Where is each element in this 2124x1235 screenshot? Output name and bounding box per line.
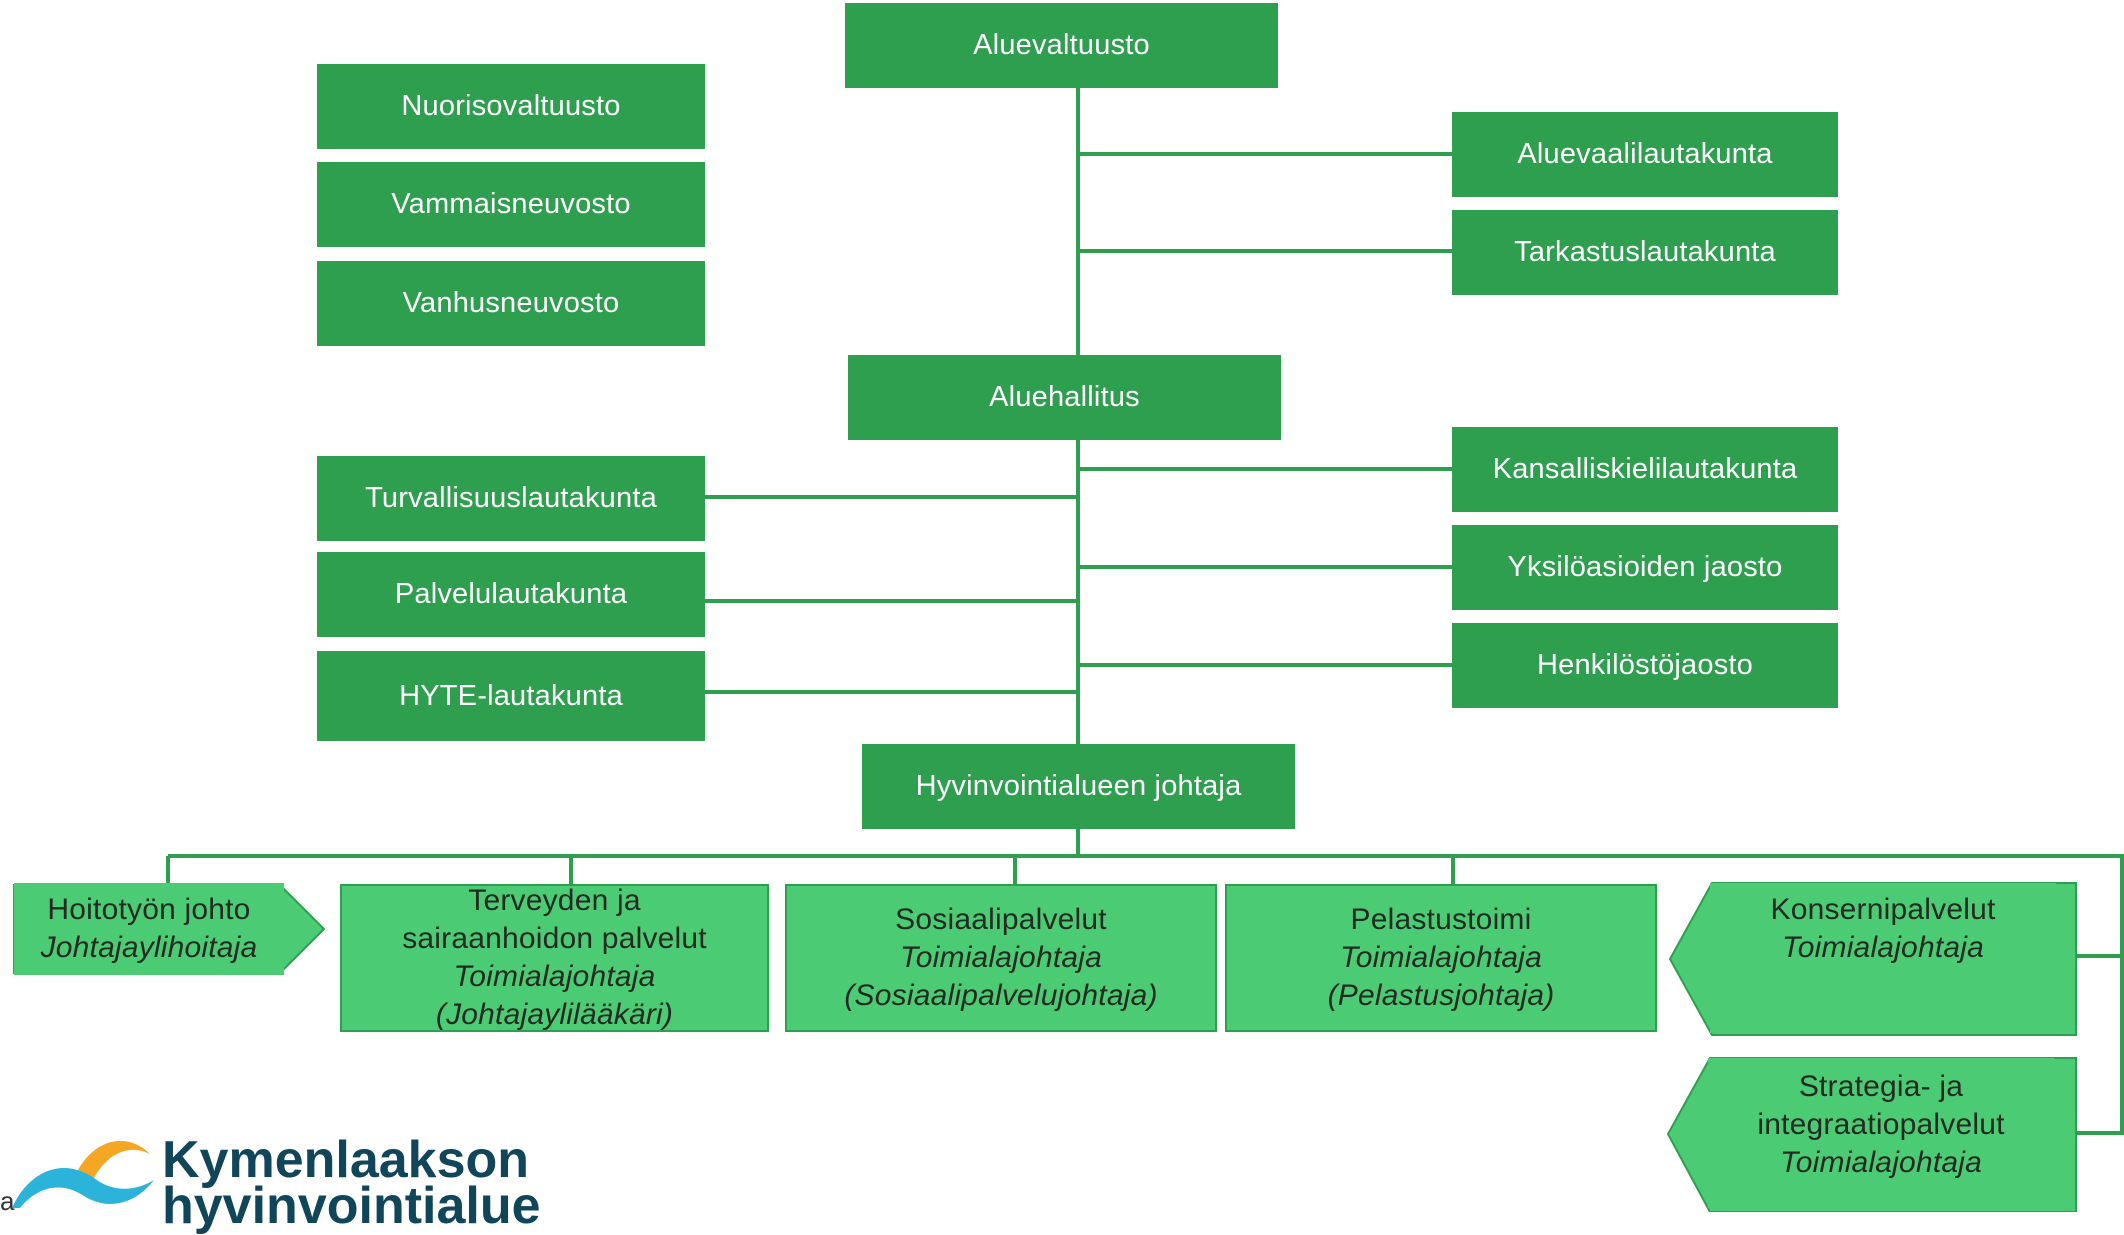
- pelastustoimi-box: Pelastustoimi Toimialajohtaja (Pelastusj…: [1225, 884, 1657, 1032]
- palvelulautakunta-box: Palvelulautakunta: [317, 552, 705, 637]
- nuorisovaltuusto-label: Nuorisovaltuusto: [401, 90, 621, 122]
- sosiaalipalvelut-sub: (Sosiaalipalvelujohtaja): [844, 979, 1158, 1012]
- strategia-title: Strategia- ja integraatiopalvelut: [1757, 1070, 2005, 1141]
- aluevaalilautakunta-box: Aluevaalilautakunta: [1452, 112, 1838, 197]
- pelastustoimi-sub: (Pelastusjohtaja): [1327, 979, 1555, 1012]
- aluevaltuusto-label: Aluevaltuusto: [973, 29, 1150, 61]
- sosiaalipalvelut-box: Sosiaalipalvelut Toimialajohtaja (Sosiaa…: [785, 884, 1217, 1032]
- vanhusneuvosto-label: Vanhusneuvosto: [402, 287, 620, 319]
- vanhusneuvosto-box: Vanhusneuvosto: [317, 261, 705, 346]
- aluevaalilautakunta-label: Aluevaalilautakunta: [1517, 138, 1773, 170]
- vammaisneuvosto-label: Vammaisneuvosto: [391, 188, 631, 220]
- terveys-box: Terveyden ja sairaanhoidon palvelut Toim…: [340, 884, 769, 1032]
- hyvinvointialueen-johtaja-box: Hyvinvointialueen johtaja: [862, 744, 1295, 829]
- logo-wave-icon: [12, 1140, 154, 1208]
- yksiloasioiden-jaosto-label: Yksilöasioiden jaosto: [1507, 551, 1783, 583]
- sosiaalipalvelut-role: Toimialajohtaja: [899, 941, 1102, 974]
- tarkastuslautakunta-label: Tarkastuslautakunta: [1514, 236, 1776, 268]
- pelastustoimi-title: Pelastustoimi: [1350, 903, 1532, 936]
- strategia-box: Strategia- ja integraatiopalvelut Toimia…: [1708, 1058, 2054, 1208]
- konsernipalvelut-role: Toimialajohtaja: [1781, 931, 1984, 964]
- kansalliskielilautakunta-box: Kansalliskielilautakunta: [1452, 427, 1838, 512]
- hyvinvointialueen-johtaja-label: Hyvinvointialueen johtaja: [915, 770, 1242, 802]
- connector-lines: [166, 88, 2124, 1135]
- strategia-role: Toimialajohtaja: [1779, 1146, 1982, 1179]
- pelastustoimi-role: Toimialajohtaja: [1339, 941, 1542, 974]
- nuorisovaltuusto-box: Nuorisovaltuusto: [317, 64, 705, 149]
- terveys-role: Toimialajohtaja: [453, 960, 656, 993]
- hoitotyon-johto-box: Hoitotyön johto Johtajaylihoitaja: [14, 883, 284, 975]
- turvallisuuslautakunta-label: Turvallisuuslautakunta: [365, 482, 657, 514]
- logo-line2: hyvinvointialue: [162, 1177, 541, 1235]
- kansalliskielilautakunta-label: Kansalliskielilautakunta: [1492, 453, 1798, 485]
- hyte-lautakunta-label: HYTE-lautakunta: [399, 679, 623, 712]
- henkilostojaosto-label: Henkilöstöjaosto: [1537, 649, 1753, 681]
- terveys-title: Terveyden ja sairaanhoidon palvelut: [402, 884, 707, 955]
- tarkastuslautakunta-box: Tarkastuslautakunta: [1452, 210, 1838, 295]
- hoitotyon-johto-title: Hoitotyön johto: [47, 893, 251, 926]
- konsernipalvelut-box: Konsernipalvelut Toimialajohtaja: [1710, 883, 2056, 1033]
- hyte-lautakunta-box: HYTE-lautakunta: [317, 651, 705, 741]
- palvelulautakunta-label: Palvelulautakunta: [394, 578, 628, 610]
- aluehallitus-box: Aluehallitus: [848, 355, 1281, 440]
- aluevaltuusto-box: Aluevaltuusto: [845, 3, 1278, 88]
- turvallisuuslautakunta-box: Turvallisuuslautakunta: [317, 456, 705, 541]
- sosiaalipalvelut-title: Sosiaalipalvelut: [895, 903, 1107, 936]
- yksiloasioiden-jaosto-box: Yksilöasioiden jaosto: [1452, 525, 1838, 610]
- terveys-sub: (Johtajaylilääkäri): [435, 998, 674, 1031]
- henkilostojaosto-box: Henkilöstöjaosto: [1452, 623, 1838, 708]
- logo-line1: Kymenlaakson: [162, 1131, 530, 1189]
- vammaisneuvosto-box: Vammaisneuvosto: [317, 162, 705, 247]
- hoitotyon-johto-role: Johtajaylihoitaja: [40, 931, 258, 964]
- konsernipalvelut-title: Konsernipalvelut: [1770, 893, 1996, 926]
- aluehallitus-label: Aluehallitus: [989, 381, 1140, 413]
